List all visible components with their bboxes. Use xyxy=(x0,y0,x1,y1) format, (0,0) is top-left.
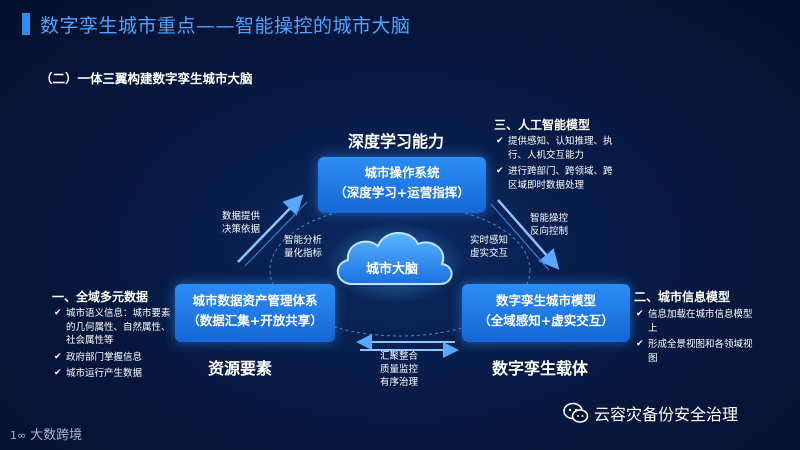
heading-resources: 资源要素 xyxy=(208,359,273,378)
wechat-icon xyxy=(563,402,589,423)
heading-digital-twin: 数字孪生载体 xyxy=(492,359,589,378)
flow-label-bottom: 汇聚整合质量监控有序治理 xyxy=(380,351,419,388)
list-item: ✔城市语义信息：城市要素的几何属性、自然属性、社会属性等 xyxy=(54,308,171,346)
list-item: ✔提供感知、认知推理、执行、人机交互能力 xyxy=(496,136,613,161)
title-accent-bar xyxy=(22,13,30,35)
check-icon: ✔ xyxy=(54,351,62,362)
watermark-account: 云容灾备份安全治理 xyxy=(594,405,739,424)
box-title: 城市数据资产管理体系 xyxy=(192,293,318,308)
section-subtitle: （二）一体三翼构建数字孪生城市大脑 xyxy=(40,71,253,86)
section-ai-title: 三、人工智能模型 xyxy=(494,118,591,132)
inner-dashed-ring xyxy=(269,203,531,337)
arrow-left-outer xyxy=(237,194,304,263)
flow-label-left-inner: 智能分析量化指标 xyxy=(284,235,323,259)
check-icon: ✔ xyxy=(636,339,644,349)
heading-deep-learning: 深度学习能力 xyxy=(348,132,445,151)
box-subtitle: （数据汇集+开放共享） xyxy=(187,313,323,328)
check-icon: ✔ xyxy=(496,166,504,176)
box-title: 数字孪生城市模型 xyxy=(495,293,596,308)
page-title: 数字孪生城市重点——智能操控的城市大脑 xyxy=(40,15,411,37)
flow-label-right-outer: 智能操控反向控制 xyxy=(530,213,569,237)
flow-label-right-inner: 实时感知虚实交互 xyxy=(470,235,509,259)
box-subtitle: （全域感知+虚实交互） xyxy=(478,313,614,328)
cloud-label: 城市大脑 xyxy=(366,262,419,277)
list-item: ✔形成全景视图和各领域视图 xyxy=(636,339,753,364)
box-twin-model: 数字孪生城市模型 （全域感知+虚实交互） xyxy=(462,284,630,342)
list-item: ✔信息加载在城市信息模型上 xyxy=(636,309,753,334)
check-icon: ✔ xyxy=(496,136,504,146)
list-item: ✔城市运行产生数据 xyxy=(54,368,143,379)
box-city-os: 城市操作系统 （深度学习+运营指挥） xyxy=(318,157,486,213)
logo-icon: 1∞ xyxy=(10,429,27,442)
box-subtitle: （深度学习+运营指挥） xyxy=(334,185,470,200)
watermark-brand: 1∞大数跨境 xyxy=(10,428,83,443)
list-item: ✔政府部门掌握信息 xyxy=(54,351,143,363)
box-data-assets: 城市数据资产管理体系 （数据汇集+开放共享） xyxy=(175,284,335,342)
arrow-right-outer xyxy=(497,199,560,270)
check-icon: ✔ xyxy=(54,308,62,318)
box-title: 城市操作系统 xyxy=(364,165,440,180)
section-data-list: ✔城市语义信息：城市要素的几何属性、自然属性、社会属性等 ✔政府部门掌握信息 ✔… xyxy=(54,307,172,384)
section-data-title: 一、全域多元数据 xyxy=(52,290,149,304)
check-icon: ✔ xyxy=(54,368,62,378)
check-icon: ✔ xyxy=(636,309,644,319)
section-info-list: ✔信息加载在城市信息模型上 ✔形成全景视图和各领域视图 xyxy=(636,308,754,368)
list-item: ✔进行跨部门、跨领域、跨区域即时数据处理 xyxy=(496,166,613,191)
section-ai-list: ✔提供感知、认知推理、执行、人机交互能力 ✔进行跨部门、跨领域、跨区域即时数据处… xyxy=(496,135,616,195)
section-info-title: 二、城市信息模型 xyxy=(634,290,731,304)
flow-label-left-outer: 数据提供决策依据 xyxy=(222,211,261,235)
cloud-icon xyxy=(337,232,453,285)
